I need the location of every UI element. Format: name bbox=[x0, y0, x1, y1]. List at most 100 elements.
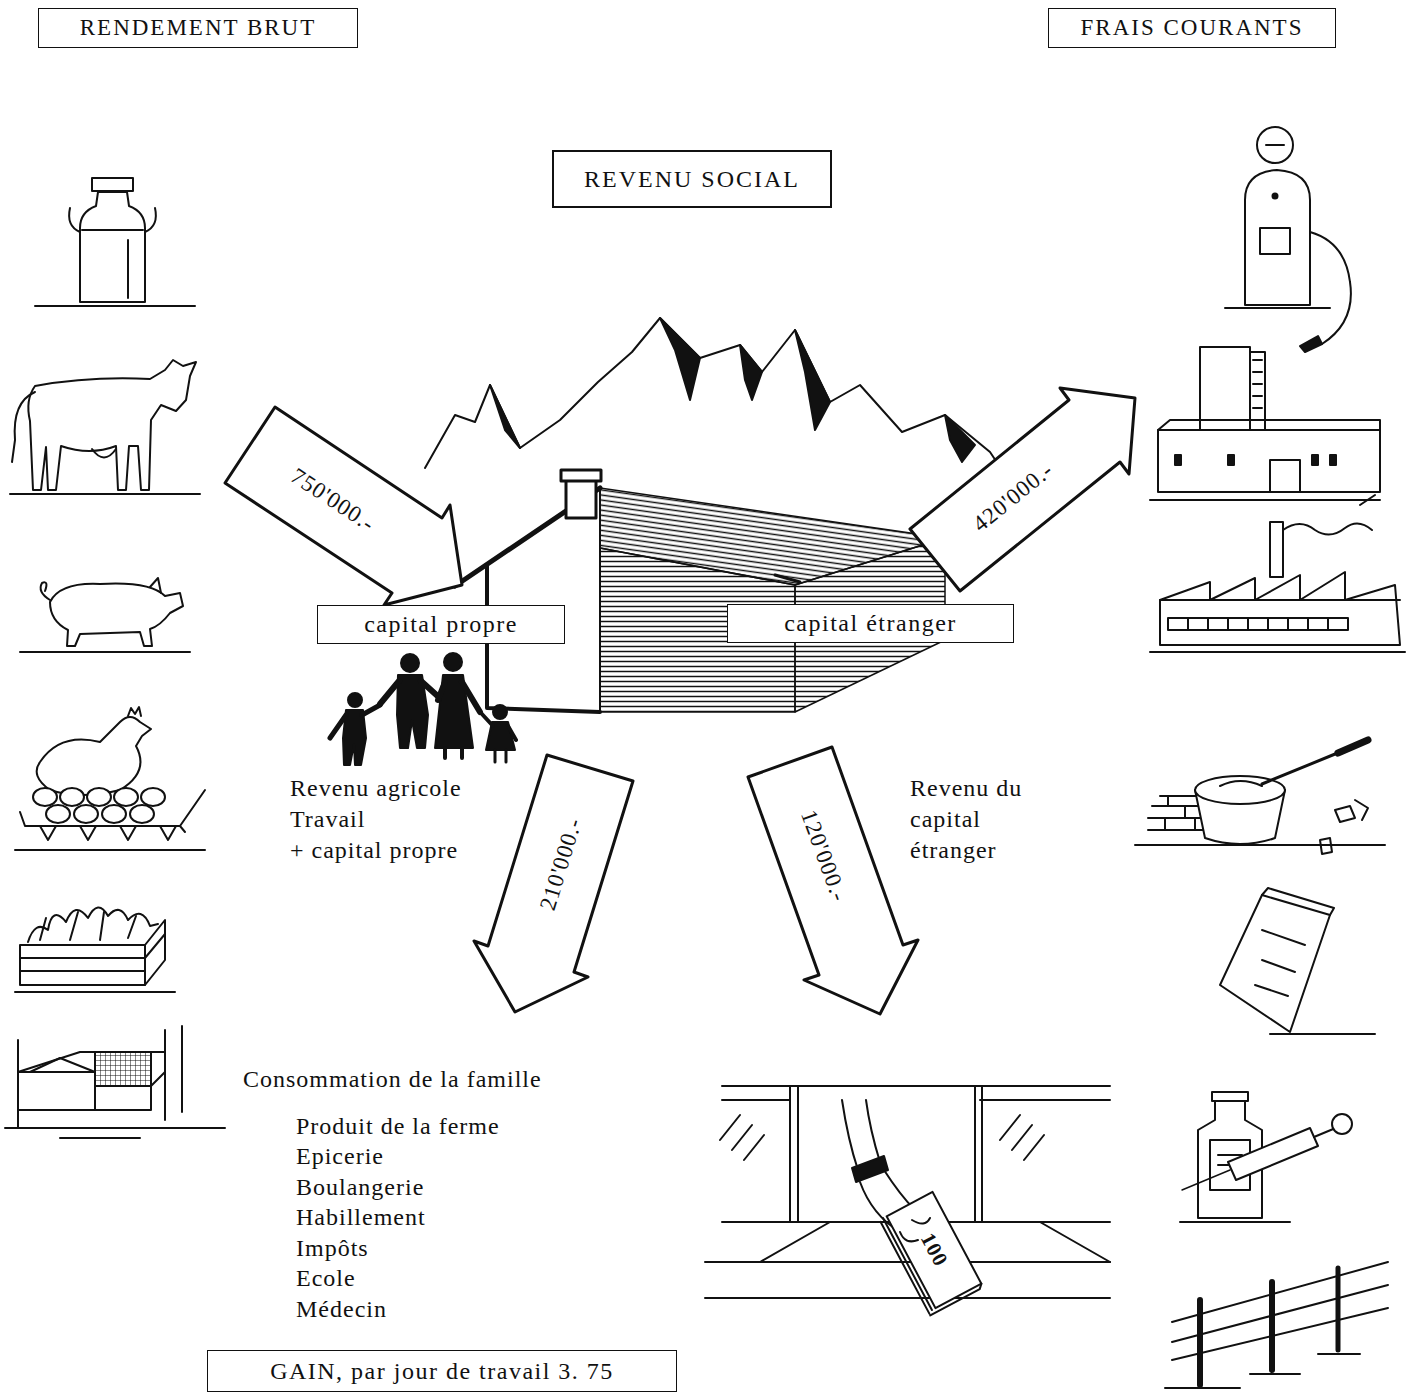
hand-with-banknote bbox=[842, 1100, 983, 1315]
family-part bbox=[330, 705, 380, 738]
flow-arrows-part bbox=[748, 747, 918, 1014]
fence-part bbox=[1336, 1268, 1341, 1350]
hen-and-eggs bbox=[15, 707, 205, 850]
mortar-bucket-part bbox=[1338, 740, 1368, 753]
milk-can-part bbox=[80, 192, 145, 302]
medicine-syringe-part bbox=[1332, 1114, 1352, 1134]
cow-part bbox=[12, 392, 35, 462]
factory-part bbox=[1160, 599, 1400, 601]
bank-counter-part bbox=[790, 1086, 982, 1222]
document-part bbox=[1255, 930, 1305, 996]
amount-label: 420'000.- bbox=[968, 457, 1058, 537]
fence-part bbox=[1269, 1282, 1275, 1370]
cold-frame bbox=[5, 1026, 225, 1138]
family-part bbox=[445, 748, 462, 758]
text-label: Consommation de la famille bbox=[243, 1064, 542, 1095]
medicine-syringe bbox=[1180, 1092, 1352, 1222]
family-part bbox=[380, 681, 442, 704]
chalet bbox=[455, 470, 945, 712]
box-text: REVENU SOCIAL bbox=[584, 165, 800, 194]
text-label: Impôts bbox=[296, 1233, 369, 1264]
chalet-part bbox=[775, 575, 800, 582]
cow-part bbox=[28, 360, 196, 490]
vegetable-crate-part bbox=[28, 907, 158, 942]
mountains-part bbox=[795, 330, 830, 430]
fuel-pump-part bbox=[1260, 228, 1290, 254]
box-text: capital étranger bbox=[784, 609, 957, 638]
amount-label: 750'000.- bbox=[286, 463, 380, 537]
mortar-bucket-part bbox=[1220, 781, 1262, 786]
family-part bbox=[438, 682, 480, 712]
cow-part bbox=[92, 449, 116, 458]
family-part bbox=[481, 713, 516, 740]
mortar-bucket-part bbox=[1165, 796, 1200, 830]
hand-with-banknote-part bbox=[852, 1156, 888, 1182]
fuel-pump-part bbox=[1257, 127, 1293, 163]
label-box: REVENU SOCIAL bbox=[552, 150, 832, 208]
text-label: Habillement bbox=[296, 1202, 426, 1233]
hen-and-eggs-part bbox=[46, 805, 70, 823]
hen-and-eggs-part bbox=[141, 788, 165, 806]
text-label: Ecole bbox=[296, 1263, 356, 1294]
mortar-bucket bbox=[1135, 740, 1385, 854]
fuel-pump bbox=[1225, 127, 1351, 352]
box-text: FRAIS COURANTS bbox=[1081, 14, 1304, 42]
cold-frame-part bbox=[30, 1058, 95, 1072]
factory-part bbox=[1150, 651, 1405, 653]
label-box: FRAIS COURANTS bbox=[1048, 8, 1336, 48]
family-part bbox=[348, 693, 362, 707]
milk-can-part bbox=[82, 230, 143, 298]
hand-with-banknote-part-part bbox=[880, 1192, 984, 1316]
bank-counter-part bbox=[722, 1086, 1110, 1100]
flow-arrows-part bbox=[225, 407, 462, 605]
cow bbox=[10, 360, 200, 494]
vegetable-crate-part bbox=[15, 991, 175, 993]
document-part bbox=[1220, 895, 1330, 1032]
flow-arrows-part bbox=[474, 755, 633, 1012]
amount-label: 120'000.- bbox=[796, 807, 852, 905]
factory-part bbox=[1283, 523, 1372, 534]
amount-label: 210'000.- bbox=[535, 815, 587, 914]
text-label: Revenu du capital étranger bbox=[910, 773, 1070, 866]
box-text: GAIN, par jour de travail 3. 75 bbox=[270, 1357, 614, 1386]
building-part bbox=[1270, 460, 1300, 492]
family-part bbox=[401, 654, 419, 672]
hand-with-banknote-part bbox=[880, 1192, 984, 1316]
building-part bbox=[1175, 455, 1181, 465]
mountains-part bbox=[660, 318, 700, 400]
hen-and-eggs-part bbox=[87, 788, 111, 806]
factory-part bbox=[1188, 618, 1328, 630]
vegetable-crate-part bbox=[40, 912, 136, 940]
fuel-pump-part bbox=[1245, 170, 1310, 305]
mountains-part bbox=[740, 345, 762, 400]
pig-part bbox=[41, 582, 50, 600]
document-part bbox=[1262, 888, 1334, 915]
text-label: Revenu agricole bbox=[290, 773, 462, 804]
chalet-part bbox=[561, 470, 601, 481]
milk-can-part bbox=[35, 305, 195, 307]
milk-can-part bbox=[92, 178, 133, 191]
amount-label: 100 bbox=[916, 1229, 953, 1270]
medicine-syringe-part bbox=[1228, 1128, 1318, 1180]
building-part bbox=[1330, 455, 1336, 465]
hen-and-eggs-part bbox=[114, 788, 138, 806]
hen-and-eggs-part bbox=[130, 805, 154, 823]
cold-frame-part bbox=[18, 1052, 165, 1110]
mortar-bucket-part bbox=[1135, 844, 1385, 846]
mountains-part bbox=[425, 318, 1002, 470]
fuel-pump-part bbox=[1266, 144, 1284, 146]
vegetable-crate-part bbox=[20, 934, 165, 985]
text-label: Boulangerie bbox=[296, 1172, 424, 1203]
milk-can bbox=[35, 178, 195, 306]
text-label: Travail bbox=[290, 804, 365, 835]
building-part bbox=[1228, 455, 1234, 465]
family-part bbox=[444, 653, 462, 671]
flow-arrows-part bbox=[910, 388, 1135, 591]
hen-and-eggs-part bbox=[102, 805, 126, 823]
hen-and-eggs-part bbox=[33, 788, 57, 806]
mountains bbox=[425, 318, 1002, 470]
fence-part bbox=[1197, 1300, 1203, 1385]
